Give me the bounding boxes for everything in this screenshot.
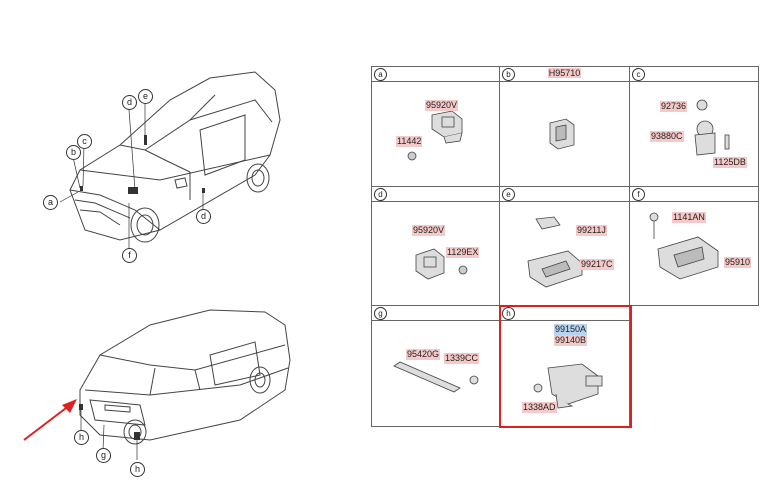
cell-header: f [630,187,758,202]
part-label[interactable]: 1338AD [522,402,557,413]
part-label[interactable]: H95710 [547,68,582,78]
part-label-selected[interactable]: 99150A [554,324,588,335]
sensor-bracket-icon [431,110,463,144]
cell-header: g [372,306,499,321]
cell-letter: d [374,188,387,201]
red-arrow [23,399,77,441]
cell-e: e 99211J 99217C [499,186,630,306]
bolt-icon [458,265,468,275]
cell-header: a [372,67,499,82]
cell-letter: a [374,68,387,81]
part-label[interactable]: 93880C [650,131,684,142]
part-label[interactable]: 1141AN [672,212,706,223]
relay-icon [549,118,575,150]
cell-letter: h [502,307,515,320]
cell-letter: c [632,68,645,81]
cell-b: b H95710 [499,66,630,187]
cell-letter: b [502,68,515,81]
front-vehicle-illustration [59,71,281,250]
control-unit-icon [649,212,719,280]
callout-front-d-top[interactable]: d [122,95,137,110]
sensor-bracket-icon [415,248,445,280]
part-label[interactable]: 1129EX [446,247,480,258]
cell-c: c 92736 93880C 1125DB [629,66,759,187]
cell-header: d [372,187,499,202]
callout-front-c[interactable]: c [77,134,92,149]
callout-rear-g[interactable]: g [96,448,111,463]
callout-front-e[interactable]: e [138,89,153,104]
sensor-switch-icon [694,99,730,156]
part-label[interactable]: 99211J [576,225,607,236]
cell-letter: e [502,188,515,201]
part-label[interactable]: 95910 [724,257,752,268]
callout-front-f[interactable]: f [122,248,137,263]
part-label[interactable]: 92736 [660,101,688,112]
part-label[interactable]: 1125DB [713,157,747,168]
highlight-box [499,305,632,428]
part-label[interactable]: 95920V [425,100,459,111]
cell-a: a 95920V 11442 [371,66,500,187]
part-label[interactable]: 11442 [396,136,423,147]
cell-header: c [630,67,758,82]
part-label[interactable]: 99217C [580,259,614,270]
part-label[interactable]: 95920V [412,225,446,236]
part-label[interactable]: 95420G [406,349,441,360]
rear-vehicle-illustration [79,309,291,460]
part-label[interactable]: 99140B [554,335,588,346]
callout-front-d-side[interactable]: d [196,209,211,224]
callout-front-b[interactable]: b [66,145,81,160]
cell-header: b H95710 [500,67,629,82]
cell-letter: g [374,307,387,320]
sensor-module-icon [527,216,583,288]
callout-front-a[interactable]: a [43,195,58,210]
light-bar-icon [393,361,479,393]
cell-header: e [500,187,629,202]
part-label[interactable]: 1339CC [444,353,480,364]
cell-d: d 95920V 1129EX [371,186,500,306]
callout-rear-h-right[interactable]: h [130,462,145,477]
bolt-icon [407,151,417,161]
callout-rear-h-left[interactable]: h [74,430,89,445]
cell-letter: f [632,188,645,201]
cell-g: g 95420G 1339CC [371,305,500,427]
cell-header: h [500,306,629,321]
camera-module-icon [533,363,603,409]
cell-f: f 1141AN 95910 [629,186,759,306]
